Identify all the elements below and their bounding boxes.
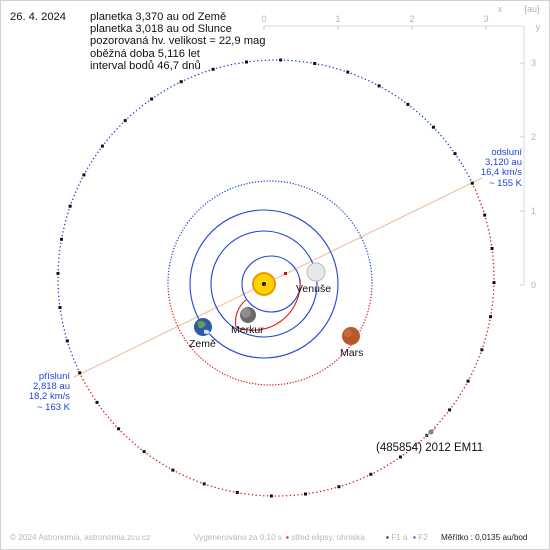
period-point: [142, 450, 146, 454]
info-magnitude: pozorovaná hv. velikost = 22,9 mag: [90, 35, 266, 48]
period-point: [100, 144, 104, 148]
inner-orbit-red-arc: [234, 278, 301, 331]
period-point: [150, 97, 154, 101]
period-point: [406, 102, 410, 106]
x-tick-label: 2: [409, 14, 414, 24]
generated-text: Vygenerováno za 0,10 s: [194, 533, 282, 542]
venus: [306, 262, 326, 282]
x-tick-label: 3: [483, 14, 488, 24]
date-label: 26. 4. 2024: [10, 11, 66, 23]
mercury-label: Merkur: [231, 324, 264, 336]
perihelion-label: přísluní: [38, 371, 70, 382]
venus-orbit: [210, 230, 318, 338]
perihelion-temperature: ~ 163 K: [36, 401, 70, 413]
period-point: [117, 427, 121, 431]
asteroid-marker: [425, 427, 437, 437]
period-point: [235, 491, 239, 494]
period-point: [78, 371, 82, 375]
info-sun-distance: planetka 3,018 au od Slunce: [90, 23, 232, 36]
ellipse-center-marker: [264, 284, 266, 286]
perihelion-distance: 2,818 au: [33, 381, 70, 393]
period-point: [346, 70, 350, 74]
scale-text: Měřítko : 0,0135 au/bod: [441, 533, 528, 542]
x-axis-ticks: 0 1 2 3 x [au]: [261, 4, 540, 30]
legend-f1: ▪ F1 a: [386, 533, 408, 542]
x-tick-label: 0: [261, 14, 266, 24]
period-point: [171, 468, 175, 472]
period-point: [304, 492, 307, 496]
period-point: [490, 247, 494, 250]
perihelion-label-group: přísluní 2,818 au 18,2 km/s ~ 163 K: [22, 371, 70, 413]
info-panel: planetka 3,370 au od Země planetka 3,018…: [90, 11, 265, 72]
period-point: [95, 400, 99, 404]
aphelion-label: odsluní: [491, 147, 522, 158]
period-point: [470, 181, 474, 185]
apsis-line: [73, 177, 483, 378]
info-period: oběžná doba 5,116 let: [90, 47, 200, 60]
f2-marker-icon: ▪: [413, 533, 416, 542]
copyright-text: © 2024 Astronomia, astronomia.zcu.cz: [10, 533, 151, 542]
period-point: [369, 472, 373, 476]
period-point: [483, 213, 487, 217]
center-marker-icon: ▪: [286, 533, 289, 542]
y-tick-label: 3: [531, 58, 536, 68]
period-point: [123, 119, 127, 123]
asteroid-label: (485854) 2012 EM11: [376, 442, 484, 454]
period-point: [82, 173, 86, 177]
f1-marker-icon: ▪: [386, 533, 389, 542]
period-point: [269, 494, 273, 498]
period-point: [313, 62, 317, 65]
earth-orbit: [189, 209, 339, 359]
period-point: [480, 348, 484, 352]
period-point: [179, 80, 183, 84]
legend-f2: ▪ F2: [413, 533, 428, 542]
period-point: [453, 152, 457, 156]
mercury: [240, 307, 256, 323]
period-point: [489, 315, 492, 319]
y-axis-label: y: [536, 22, 541, 32]
unit-label: [au]: [524, 4, 539, 14]
y-tick-label: 0: [531, 280, 536, 290]
period-point: [56, 271, 60, 275]
period-point: [398, 455, 402, 459]
perihelion-speed: 18,2 km/s: [28, 391, 70, 403]
aphelion-label-group: odsluní 3,120 au 16,4 km/s ~ 155 K: [472, 147, 522, 189]
orbits: [56, 58, 496, 498]
period-point: [65, 339, 69, 343]
info-earth-distance: planetka 3,370 au od Země: [90, 11, 227, 23]
aphelion-temperature: ~ 155 K: [488, 177, 522, 189]
focus-f2-marker: [284, 272, 287, 275]
x-axis-label: x: [498, 4, 503, 14]
period-point: [431, 125, 435, 129]
earth-label: Země: [189, 338, 216, 350]
venus-label: Venuše: [296, 283, 332, 295]
period-point: [202, 482, 206, 486]
period-point: [68, 204, 72, 208]
period-point: [337, 485, 341, 489]
mars-orbit: [167, 180, 373, 386]
period-point: [466, 379, 470, 383]
period-point: [60, 237, 63, 241]
y-tick-label: 1: [531, 206, 536, 216]
period-point: [279, 58, 283, 62]
aphelion-distance: 3,120 au: [485, 157, 522, 169]
legend-center: ▪ střed elipsy, ohniska: [286, 533, 365, 542]
info-interval: interval bodů 46,7 dnů: [90, 59, 201, 72]
mars: [342, 327, 360, 345]
period-point: [211, 67, 215, 71]
x-tick-label: 1: [335, 14, 340, 24]
period-point: [58, 306, 62, 309]
period-point: [377, 84, 381, 88]
y-tick-label: 2: [531, 132, 536, 142]
period-point: [245, 60, 248, 64]
earth: [194, 318, 212, 336]
y-axis-ticks: 3 2 1 0 y: [520, 22, 541, 290]
mars-label: Mars: [340, 347, 364, 359]
period-point: [492, 281, 496, 285]
period-point: [448, 408, 452, 412]
aphelion-speed: 16,4 km/s: [480, 167, 522, 179]
